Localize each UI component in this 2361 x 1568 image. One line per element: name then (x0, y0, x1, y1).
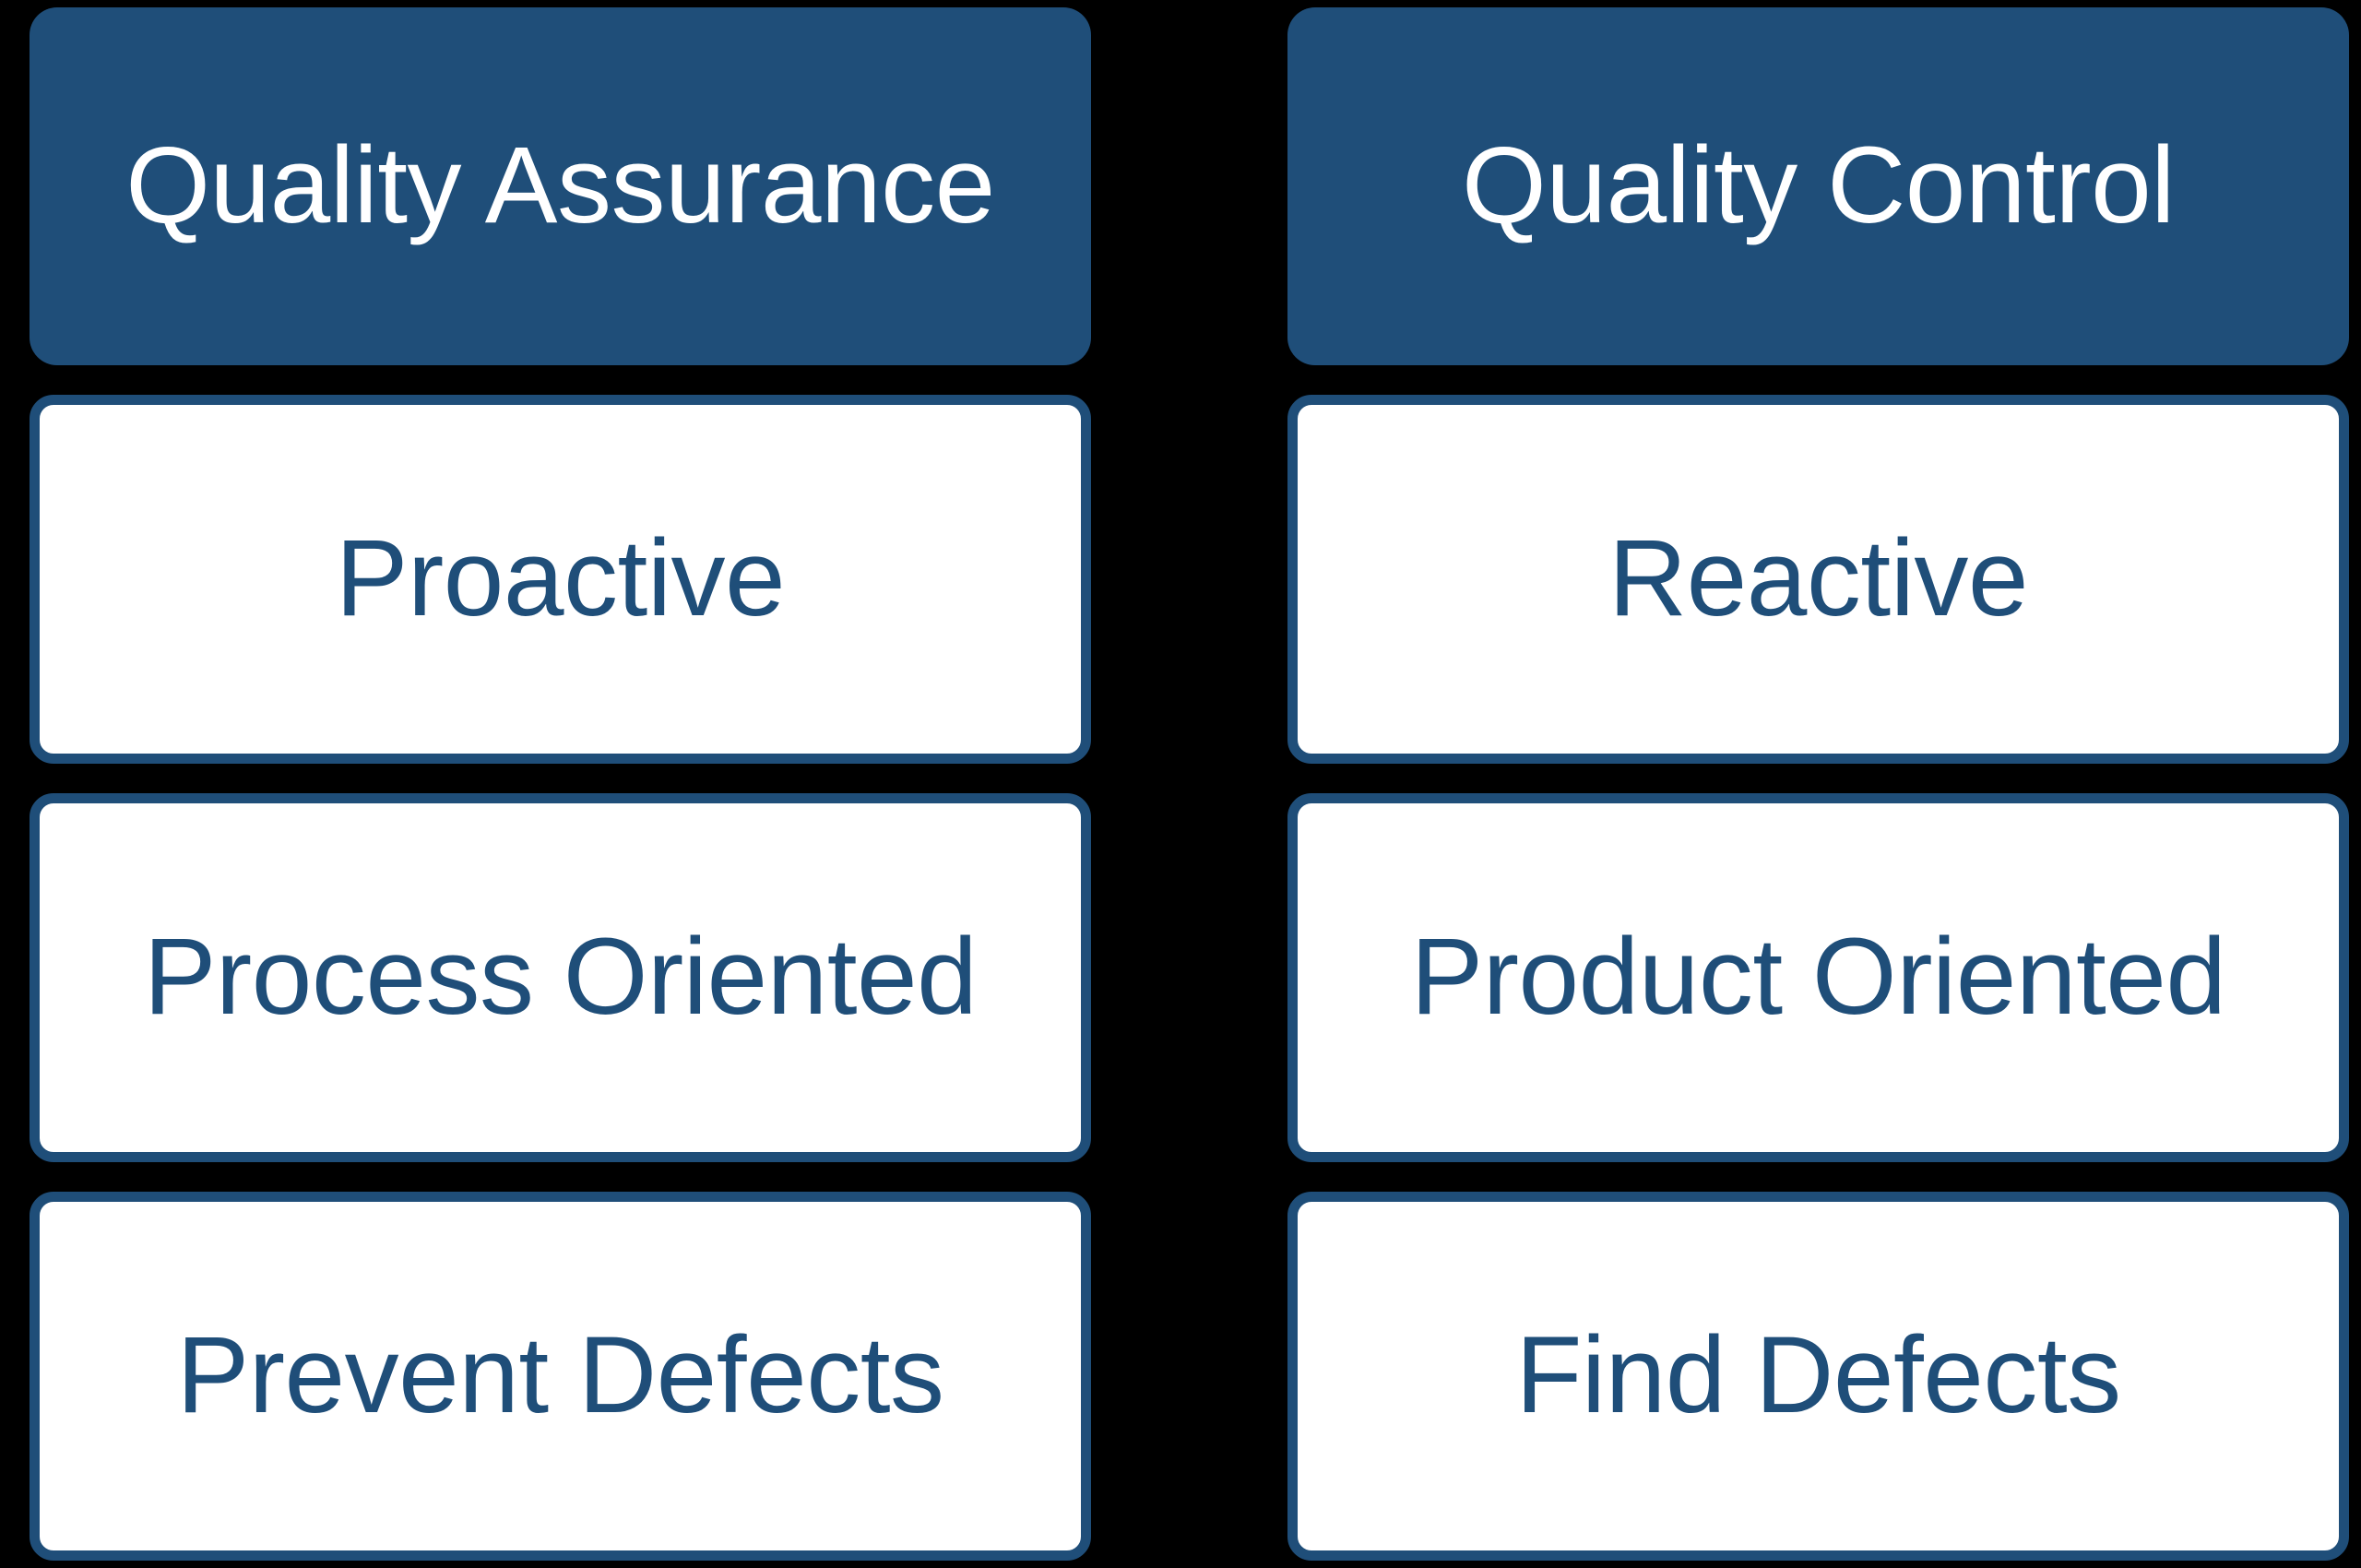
cell-qc-find-defects[interactable]: Find Defects (1287, 1192, 2349, 1561)
header-cell-quality-assurance[interactable]: Quality Assurance (30, 7, 1091, 365)
cell-label-qc-product-oriented: Product Oriented (1410, 916, 2226, 1039)
cell-label-qa-proactive: Proactive (335, 517, 786, 640)
cell-qc-reactive[interactable]: Reactive (1287, 395, 2349, 764)
cell-label-qc-reactive: Reactive (1608, 517, 2029, 640)
cell-label-qa-prevent-defects: Prevent Defects (176, 1314, 944, 1437)
column-quality-control: Quality Control Reactive Product Oriente… (1287, 7, 2349, 1561)
header-label-quality-assurance: Quality Assurance (125, 125, 995, 247)
header-cell-quality-control[interactable]: Quality Control (1287, 7, 2349, 365)
cell-qc-product-oriented[interactable]: Product Oriented (1287, 793, 2349, 1162)
cell-label-qc-find-defects: Find Defects (1515, 1314, 2121, 1437)
header-label-quality-control: Quality Control (1462, 125, 2175, 247)
cell-qa-process-oriented[interactable]: Process Oriented (30, 793, 1091, 1162)
column-quality-assurance: Quality Assurance Proactive Process Orie… (30, 7, 1091, 1561)
cell-qa-prevent-defects[interactable]: Prevent Defects (30, 1192, 1091, 1561)
cell-label-qa-process-oriented: Process Oriented (143, 916, 978, 1039)
cell-qa-proactive[interactable]: Proactive (30, 395, 1091, 764)
